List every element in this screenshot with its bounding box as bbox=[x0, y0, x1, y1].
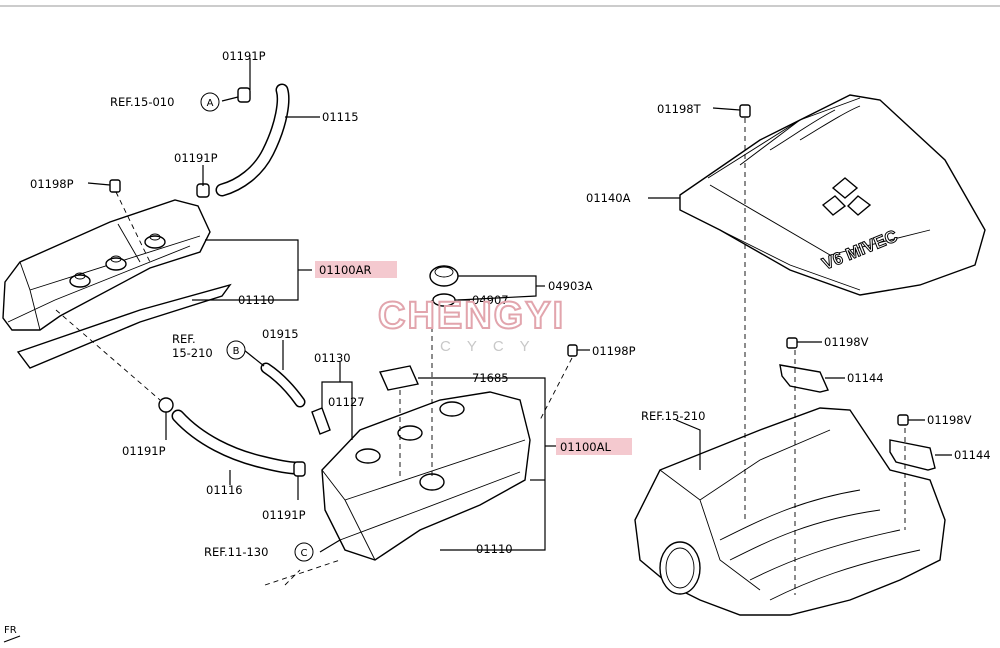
watermark-sub: CYCY bbox=[440, 338, 546, 355]
watermark-main: CHENGYI bbox=[378, 295, 565, 337]
ref-circle-a bbox=[200, 92, 220, 112]
label-01198V-2: 01198V bbox=[927, 413, 972, 427]
label-01100AR: 01100AR bbox=[319, 263, 371, 277]
pcv-valve-01127 bbox=[311, 407, 331, 435]
label-01110-top: 01110 bbox=[238, 293, 275, 307]
highlight-01100AL bbox=[556, 438, 632, 455]
bolt-01198T bbox=[739, 104, 751, 118]
label-71685: 71685 bbox=[472, 371, 509, 385]
label-ref-b-line2: 15-210 bbox=[172, 346, 213, 360]
label-ref-15-010: REF.15-010 bbox=[110, 95, 174, 109]
label-71685 bbox=[379, 365, 419, 391]
label-01115: 01115 bbox=[322, 110, 359, 124]
label-ref-11-130: REF.11-130 bbox=[204, 545, 268, 559]
label-01198P-right: 01198P bbox=[592, 344, 636, 358]
ref-circle-a-text: A bbox=[207, 98, 214, 109]
engine-cover-01140A: V6 MIVEC bbox=[679, 94, 986, 296]
bolt-01198V-2 bbox=[897, 414, 909, 426]
intake-manifold bbox=[634, 407, 946, 616]
clip-01191P-top bbox=[237, 87, 251, 103]
fr-arrow bbox=[3, 635, 21, 643]
label-01130: 01130 bbox=[314, 351, 351, 365]
label-01110-bottom: 01110 bbox=[476, 542, 513, 556]
bolt-01198P-right bbox=[567, 344, 578, 357]
label-01144-2: 01144 bbox=[954, 448, 991, 462]
label-01100AL: 01100AL bbox=[560, 440, 611, 454]
label-01144-1: 01144 bbox=[847, 371, 884, 385]
gasket-top bbox=[16, 283, 232, 369]
bracket-01144-2 bbox=[889, 439, 936, 471]
label-04903A: 04903A bbox=[548, 279, 593, 293]
label-01198T: 01198T bbox=[657, 102, 702, 116]
label-01116: 01116 bbox=[206, 483, 243, 497]
valve-cover-left-bank bbox=[321, 391, 531, 561]
ref-circle-c bbox=[294, 542, 314, 562]
bolt-01198V-1 bbox=[786, 337, 798, 349]
ref-circle-b bbox=[226, 340, 246, 360]
highlight-01100AR bbox=[315, 261, 397, 278]
label-01191P-top: 01191P bbox=[222, 49, 266, 63]
ref-circle-c-text: C bbox=[301, 548, 308, 559]
label-01140A: 01140A bbox=[586, 191, 631, 205]
hose-01116 bbox=[171, 409, 303, 475]
label-ref-b-line1: REF. bbox=[172, 332, 196, 346]
clip-01191P-bottom bbox=[293, 461, 306, 477]
label-01127: 01127 bbox=[328, 395, 365, 409]
clip-01191P-lower bbox=[158, 397, 174, 413]
label-01198P-left: 01198P bbox=[30, 177, 74, 191]
label-01191P-lower: 01191P bbox=[122, 444, 166, 458]
bracket-01144-1 bbox=[779, 364, 829, 393]
valve-cover-right-bank bbox=[2, 199, 211, 331]
label-01191P-bottom: 01191P bbox=[262, 508, 306, 522]
bolt-01198P-left bbox=[109, 179, 121, 193]
label-ref-15-210: REF.15-210 bbox=[641, 409, 705, 423]
label-01191P-mid: 01191P bbox=[174, 151, 218, 165]
oil-cap-04903A bbox=[429, 265, 459, 287]
label-01915: 01915 bbox=[262, 327, 299, 341]
ref-circle-b-text: B bbox=[233, 346, 240, 357]
label-04907: 04907 bbox=[472, 293, 509, 307]
leader-lines bbox=[55, 58, 952, 595]
label-01198V-1: 01198V bbox=[824, 335, 869, 349]
label-fr: FR bbox=[4, 625, 17, 636]
